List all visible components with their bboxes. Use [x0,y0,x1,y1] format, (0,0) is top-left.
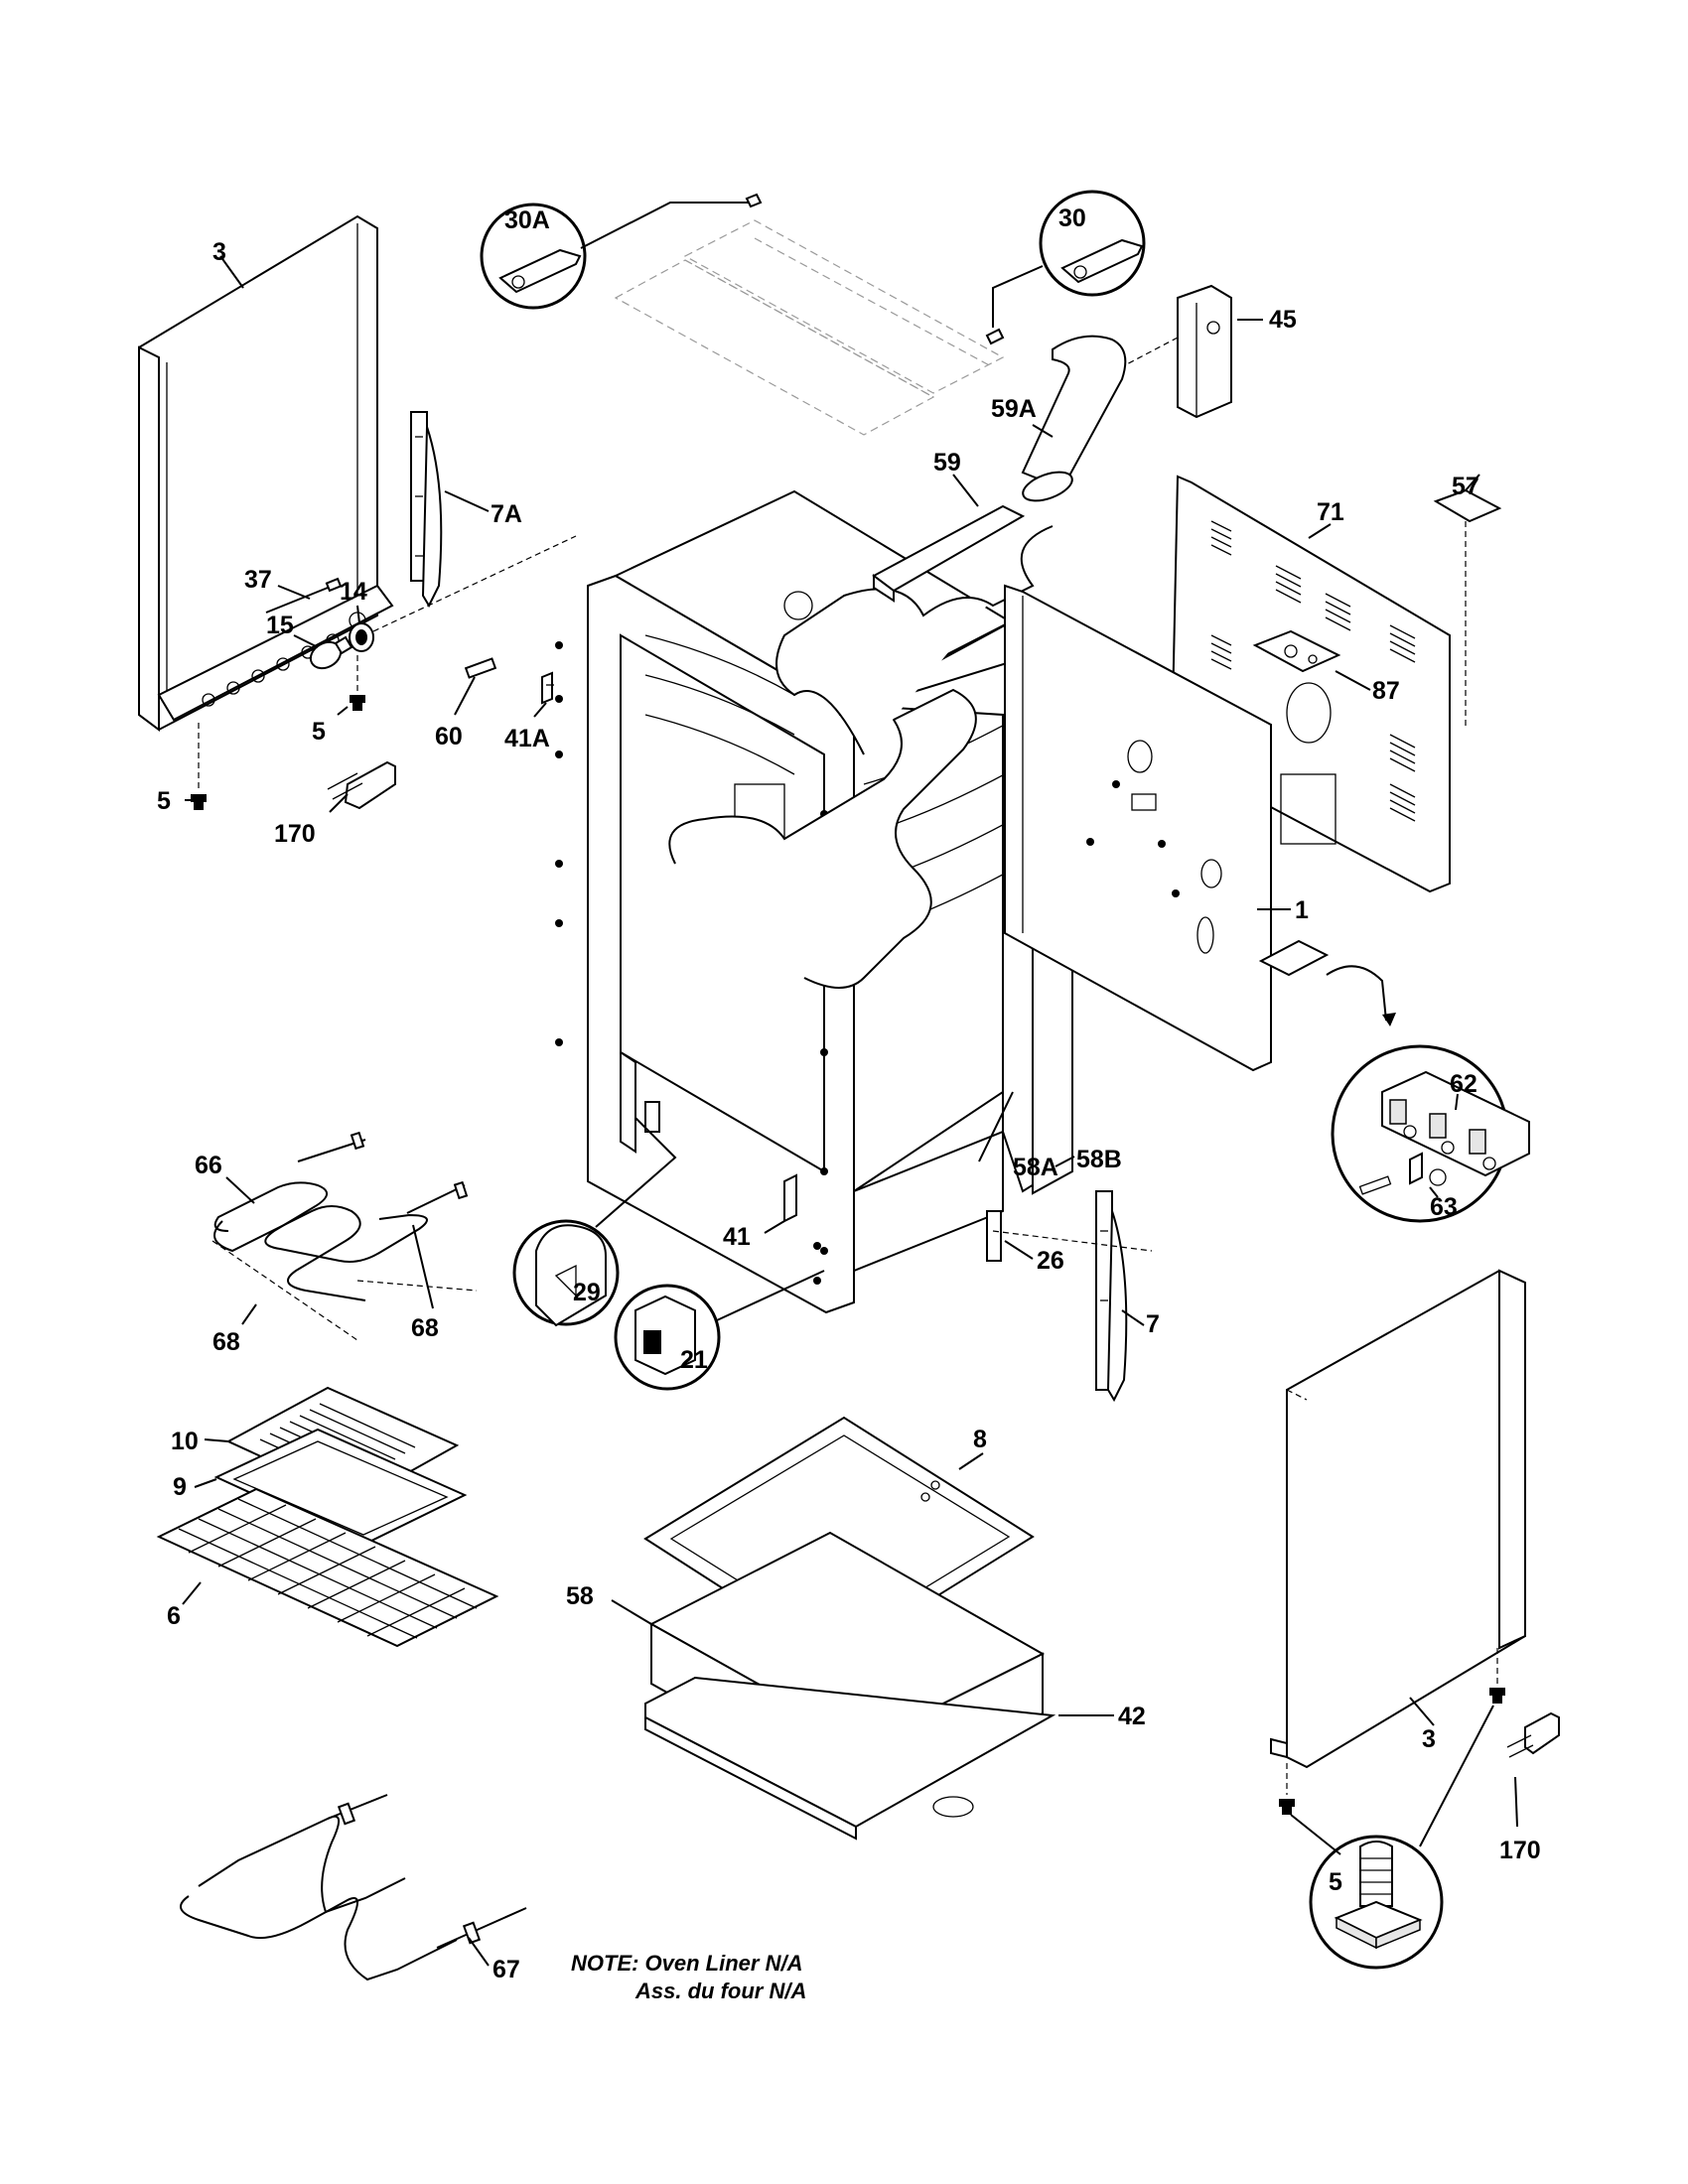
terminal-block-small [1258,939,1396,1026]
rack-support-left [410,411,490,609]
callout-30a [480,193,763,310]
label-30a: 30A [504,206,550,234]
element-shield-68 [211,1224,478,1341]
callout-30 [985,190,1146,345]
label-60: 60 [435,723,463,751]
label-59a: 59A [991,395,1037,423]
callout-29-clip [512,1117,677,1327]
label-68-b: 68 [411,1314,439,1342]
callout-5-leveling-leg [1290,1705,1494,1970]
leveling-leg-left-rear [337,635,365,716]
label-37: 37 [244,566,272,594]
access-cover-57 [1433,474,1502,730]
label-71: 71 [1317,498,1344,526]
label-5-a: 5 [157,787,171,815]
terminal-bracket-87 [1252,629,1371,691]
oven-sensor [265,577,343,614]
clip-41 [764,1173,797,1234]
label-68-a: 68 [212,1328,240,1356]
leveling-leg-right-front [1279,1763,1295,1815]
leveling-leg-left-front [185,723,207,810]
small-bracket-60 [454,657,497,716]
callout-terminal-block [1331,1044,1530,1223]
back-wall-1 [1004,584,1291,1072]
anti-tip-bracket-right [1506,1711,1560,1828]
leveling-leg-right-rear [1489,1648,1505,1704]
vent-duct-59 [872,474,1026,603]
label-58b: 58B [1076,1146,1122,1173]
label-41a: 41A [504,725,550,752]
label-58a: 58A [1013,1154,1058,1181]
vent-duct-box [1101,284,1263,419]
rack-support-right [992,1190,1153,1403]
label-7: 7 [1146,1310,1160,1338]
label-67: 67 [492,1956,520,1983]
label-14: 14 [340,578,367,606]
hinge-receiver-26 [986,1210,1034,1262]
clip-41a [533,671,554,718]
label-87: 87 [1372,677,1400,705]
broil-element-66 [213,1131,469,1301]
label-7a: 7A [491,500,522,528]
oven-light-socket [349,535,577,652]
vent-duct-59a [1021,335,1127,502]
label-3-right: 3 [1422,1725,1436,1753]
label-170-right: 170 [1499,1837,1541,1864]
label-5-c: 5 [1329,1868,1342,1896]
callout-21-grommet [614,1270,825,1391]
label-30: 30 [1058,205,1086,232]
note-line-2: Ass. du four N/A [634,1979,806,2003]
label-26: 26 [1037,1247,1064,1275]
label-10: 10 [171,1428,199,1455]
label-45: 45 [1269,306,1297,334]
label-21: 21 [680,1346,708,1374]
bake-element-67 [180,1794,527,1981]
label-29: 29 [573,1279,601,1306]
top-frame-faint [614,219,1005,436]
label-58: 58 [566,1582,594,1610]
label-6: 6 [167,1602,181,1630]
label-41: 41 [723,1223,751,1251]
label-62: 62 [1450,1070,1477,1098]
label-15: 15 [266,612,294,639]
label-66: 66 [195,1152,222,1179]
label-8: 8 [973,1426,987,1453]
anti-tip-bracket-left [327,760,396,813]
right-side-panel [1270,1269,1526,1769]
note-line-1: NOTE: Oven Liner N/A [571,1951,802,1976]
label-63: 63 [1430,1193,1458,1221]
left-side-panel [138,214,394,732]
label-57: 57 [1452,473,1479,500]
label-1: 1 [1295,896,1309,924]
label-59: 59 [933,449,961,477]
bottom-panel-42 [644,1676,1114,1841]
label-9: 9 [173,1473,187,1501]
label-5-b: 5 [312,718,326,746]
label-170-left: 170 [274,820,316,848]
oven-rack-6 [156,1487,499,1648]
oven-light-bulb [293,634,353,670]
label-42: 42 [1118,1703,1146,1730]
label-3-left: 3 [212,238,226,266]
